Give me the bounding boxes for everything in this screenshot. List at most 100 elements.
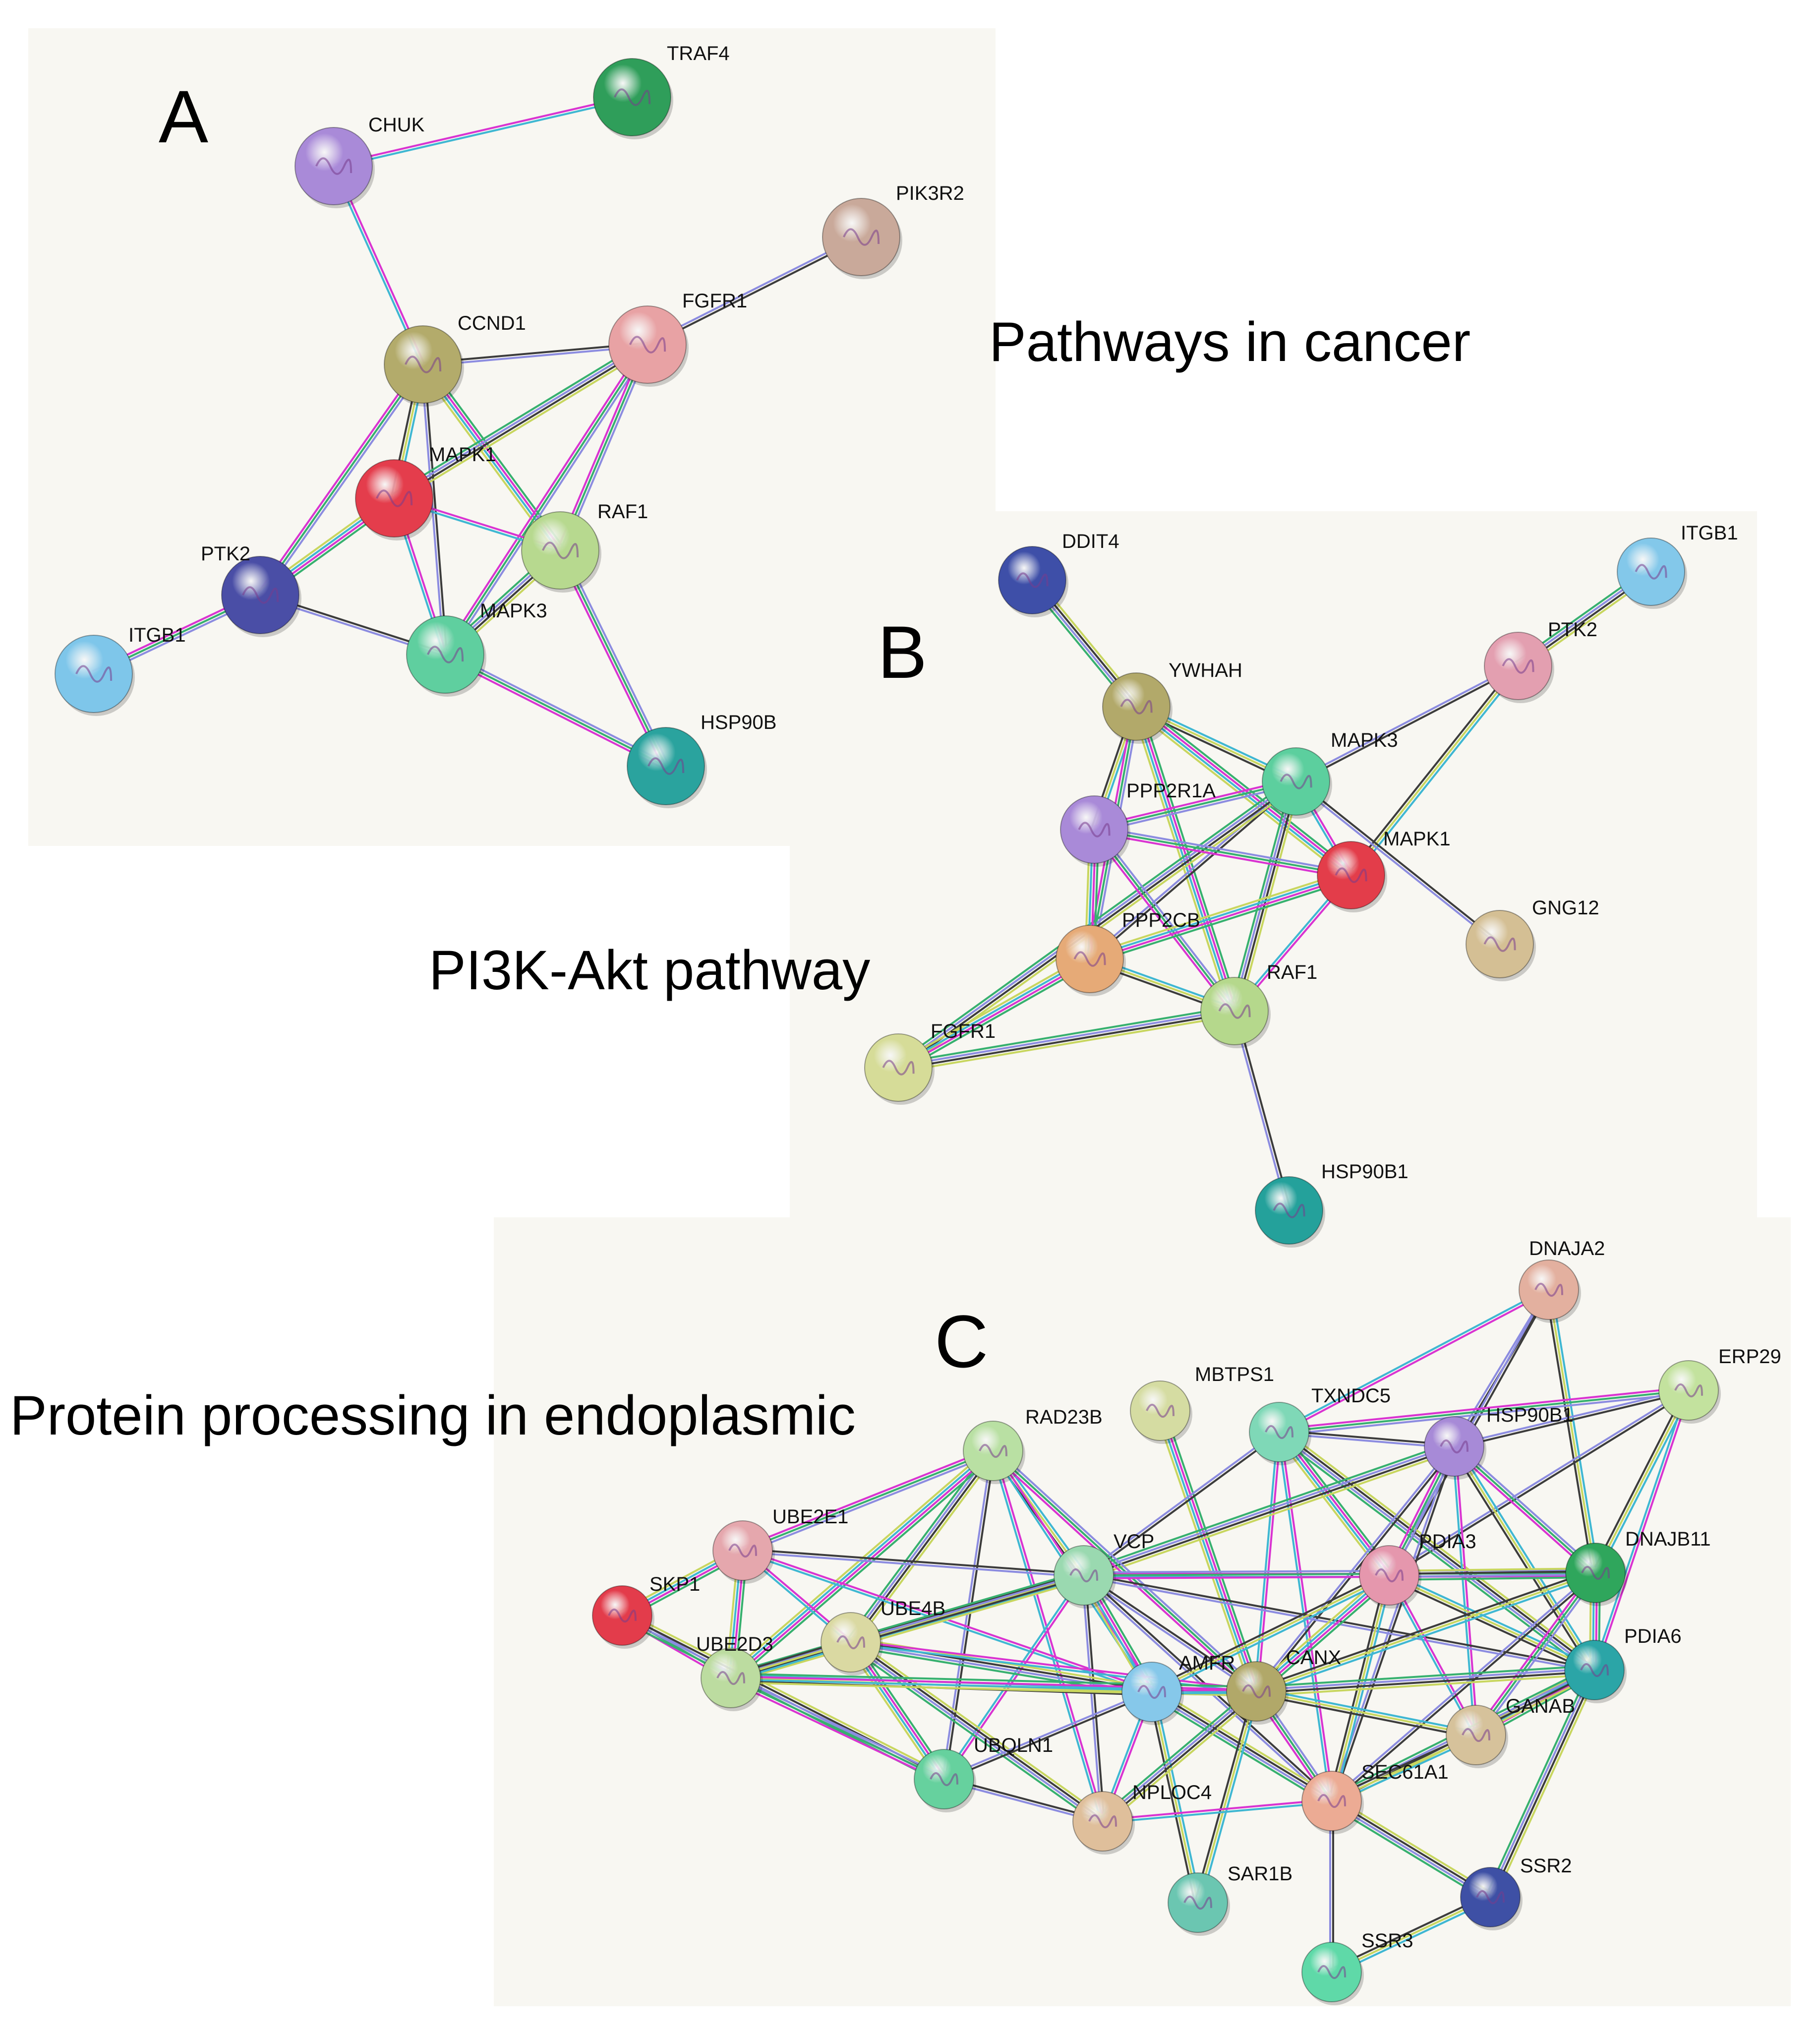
- node-c-canx[interactable]: CANX: [1226, 1647, 1341, 1725]
- edge-stripe: [1139, 705, 1240, 1010]
- node-sphere: [294, 127, 373, 205]
- edge-stripe: [1389, 1574, 1595, 1671]
- protein-structure-icon: [242, 586, 279, 604]
- edge-c-vcp-nploc4: [1081, 1575, 1105, 1822]
- edge-stripe: [559, 550, 667, 767]
- node-label: MAPK1: [1383, 828, 1451, 850]
- node-b-itgb1[interactable]: ITGB1: [1617, 522, 1738, 609]
- node-b-mapk3[interactable]: MAPK3: [1262, 729, 1398, 819]
- node-b-ptk2[interactable]: PTK2: [1484, 619, 1597, 703]
- edge-b-raf1-fgfr1: [897, 1006, 1235, 1073]
- edge-stripe: [262, 365, 426, 598]
- edge-c-canx-sar1b: [1194, 1690, 1260, 1904]
- edge-stripe: [941, 1574, 1084, 1779]
- edge-a-fgfr1-mapk1: [391, 340, 650, 503]
- protein-structure-icon: [1581, 1565, 1610, 1580]
- edge-c-vcp-ube2d3: [729, 1570, 1086, 1683]
- node-b-fgfr1[interactable]: FGFR1: [864, 1020, 996, 1105]
- node-c-pdia6[interactable]: PDIA6: [1564, 1625, 1682, 1703]
- edge-stripe: [1451, 1447, 1593, 1673]
- node-b-gng12[interactable]: GNG12: [1466, 897, 1599, 981]
- edge-stripe: [743, 1452, 995, 1555]
- node-sphere: [627, 727, 705, 805]
- edge-c-hsp90b1-vcp: [1082, 1441, 1456, 1581]
- node-a-ccnd1[interactable]: CCND1: [384, 312, 526, 407]
- node-a-fgfr1[interactable]: FGFR1: [608, 290, 747, 387]
- node-label: ITGB1: [128, 624, 186, 646]
- node-a-mapk1[interactable]: MAPK1: [355, 444, 496, 540]
- edge-stripe: [944, 1575, 1086, 1781]
- node-b-ywhah[interactable]: YWHAH: [1102, 659, 1242, 744]
- node-b-ppp2r1a[interactable]: PPP2R1A: [1060, 780, 1216, 867]
- edge-stripe: [944, 1451, 996, 1780]
- node-a-itgb1[interactable]: ITGB1: [55, 624, 186, 716]
- node-c-nploc4[interactable]: NPLOC4: [1072, 1782, 1212, 1855]
- node-b-hsp90b1[interactable]: HSP90B1: [1255, 1161, 1409, 1248]
- node-c-ssr3[interactable]: SSR3: [1301, 1930, 1413, 2005]
- node-label: SSR2: [1520, 1855, 1572, 1877]
- node-a-ptk2[interactable]: PTK2: [201, 543, 301, 637]
- node-c-sec61a1[interactable]: SEC61A1: [1301, 1761, 1449, 1834]
- node-a-pik3r2[interactable]: PIK3R2: [822, 182, 964, 279]
- node-a-traf4[interactable]: TRAF4: [593, 43, 730, 139]
- node-a-mapk3[interactable]: MAPK3: [406, 600, 547, 697]
- edge-c-dnajb11-sec61a1: [1330, 1571, 1597, 1803]
- node-c-ube2e1[interactable]: UBE2E1: [712, 1506, 848, 1584]
- node-c-txndc5[interactable]: TXNDC5: [1249, 1385, 1391, 1465]
- node-label: MBTPS1: [1195, 1364, 1274, 1385]
- node-b-mapk1[interactable]: MAPK1: [1317, 828, 1451, 912]
- edge-stripe: [1090, 875, 1352, 961]
- node-c-rad23b[interactable]: RAD23B: [963, 1406, 1103, 1484]
- edge-stripe: [731, 1451, 995, 1680]
- edge-stripe: [257, 362, 421, 594]
- node-b-ppp2cb[interactable]: PPP2CB: [1056, 909, 1200, 996]
- edge-c-pdia6-canx: [1256, 1665, 1595, 1697]
- node-a-hsp90b[interactable]: HSP90B: [627, 712, 776, 808]
- node-c-ube2d3[interactable]: UBE2D3: [696, 1633, 773, 1711]
- node-sphere: [1317, 841, 1385, 909]
- node-a-chuk[interactable]: CHUK: [294, 114, 425, 208]
- node-c-ganab[interactable]: GANAB: [1446, 1695, 1575, 1768]
- edge-stripe: [1089, 873, 1351, 959]
- protein-structure-icon: [979, 1443, 1007, 1458]
- edge-stripe: [1455, 1443, 1598, 1572]
- node-a-raf1[interactable]: RAF1: [521, 501, 648, 593]
- node-c-skp1[interactable]: SKP1: [592, 1573, 700, 1649]
- edge-stripe: [1153, 1691, 1202, 1903]
- edge-stripe: [1453, 1388, 1689, 1446]
- node-label: RAF1: [1267, 961, 1317, 983]
- node-c-dnaja2[interactable]: DNAJA2: [1519, 1238, 1605, 1323]
- node-c-ube4b[interactable]: UBE4B: [821, 1598, 945, 1676]
- edge-stripe: [1151, 1691, 1199, 1903]
- node-b-ddit4[interactable]: DDIT4: [998, 531, 1119, 617]
- node-c-mbtps1[interactable]: MBTPS1: [1130, 1364, 1274, 1444]
- protein-structure-icon: [1069, 1568, 1098, 1583]
- edge-stripe: [1594, 1390, 1690, 1573]
- protein-structure-icon: [405, 356, 442, 373]
- node-c-pdia3[interactable]: PDIA3: [1359, 1531, 1476, 1609]
- edge-b-ppp2r1a-raf1: [1091, 827, 1238, 1014]
- node-c-erp29[interactable]: ERP29: [1658, 1346, 1781, 1424]
- node-c-dnajb11[interactable]: DNAJB11: [1565, 1528, 1711, 1606]
- edge-b-ppp2cb-fgfr1: [895, 954, 1093, 1073]
- node-c-sar1b[interactable]: SAR1B: [1168, 1863, 1292, 1936]
- node-c-vcp[interactable]: VCP: [1054, 1531, 1154, 1609]
- edge-stripe: [1091, 831, 1233, 1014]
- node-label: CHUK: [368, 114, 425, 136]
- node-b-raf1[interactable]: RAF1: [1200, 961, 1317, 1048]
- node-c-ubqln1[interactable]: UBQLN1: [914, 1735, 1053, 1812]
- node-sphere: [1060, 795, 1128, 864]
- edge-c-rad23b-ube2e1: [741, 1447, 995, 1555]
- edge-stripe: [1333, 1796, 1493, 1895]
- node-c-hsp90b1[interactable]: HSP90B1: [1424, 1404, 1574, 1480]
- node-c-ssr2[interactable]: SSR2: [1460, 1855, 1572, 1930]
- node-sphere: [712, 1520, 773, 1581]
- node-sphere: [608, 305, 687, 384]
- edge-stripe: [396, 347, 650, 503]
- edge-stripe: [853, 1453, 998, 1646]
- edge-stripe: [1084, 1432, 1281, 1578]
- edge-stripe: [334, 97, 633, 169]
- panel-letter-a: A: [159, 75, 209, 158]
- node-c-amfr[interactable]: AMFR: [1121, 1652, 1235, 1725]
- edge-stripe: [646, 235, 861, 345]
